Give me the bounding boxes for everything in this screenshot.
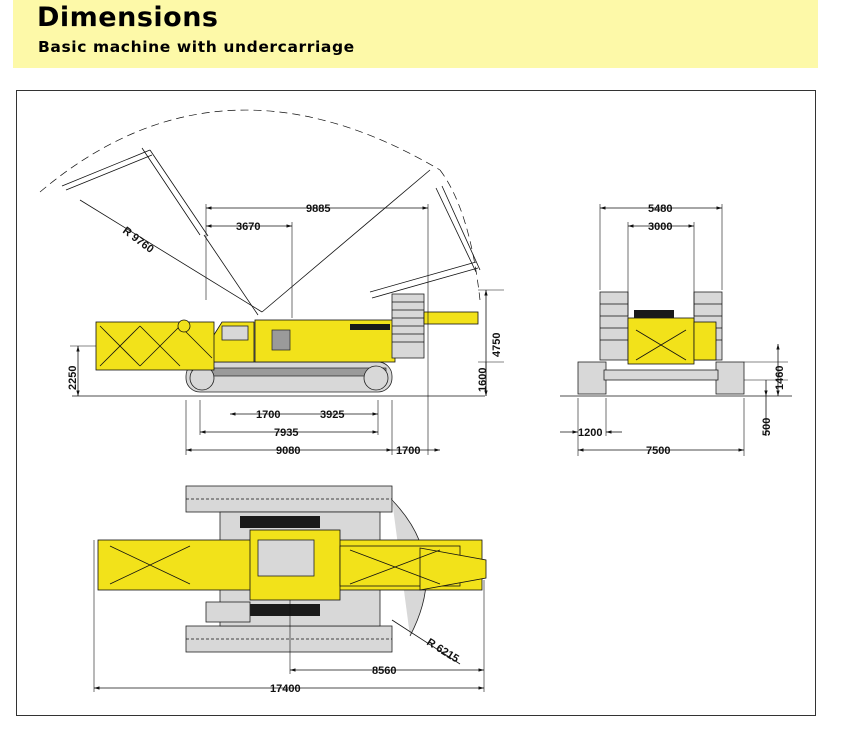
dim-3000: 3000 [648, 221, 672, 233]
dim-1460: 1460 [774, 366, 786, 390]
dim-4750: 4750 [491, 333, 503, 357]
dim-500: 500 [761, 418, 773, 436]
dim-8560: 8560 [372, 665, 396, 677]
dim-5480: 5480 [648, 203, 672, 215]
dim-3670: 3670 [236, 221, 260, 233]
dim-7500: 7500 [646, 445, 670, 457]
radius-label-top: R 6215 [424, 636, 460, 665]
drawing-frame [16, 90, 816, 716]
page-subtitle: Basic machine with undercarriage [38, 38, 355, 56]
dim-1700-a: 1700 [256, 409, 280, 421]
dim-9080: 9080 [276, 445, 300, 457]
front-view: 5480 3000 1460 500 1200 7500 [560, 203, 792, 457]
dim-9885: 9885 [306, 203, 330, 215]
dim-7935: 7935 [274, 427, 298, 439]
header-banner: Dimensions Basic machine with undercarri… [13, 0, 818, 68]
dim-2250: 2250 [67, 366, 79, 390]
radius-label-side: R 9760 [120, 225, 156, 256]
dim-1600: 1600 [477, 368, 489, 392]
page-title: Dimensions [37, 2, 219, 33]
dim-17400: 17400 [270, 683, 301, 695]
dim-1700-b: 1700 [396, 445, 420, 457]
side-view: 9885 3670 4750 1600 2250 1700 3925 7935 … [39, 109, 504, 457]
top-view: 8560 17400 R 6215 [93, 485, 487, 695]
dim-3925: 3925 [320, 409, 344, 421]
dim-1200: 1200 [578, 427, 602, 439]
